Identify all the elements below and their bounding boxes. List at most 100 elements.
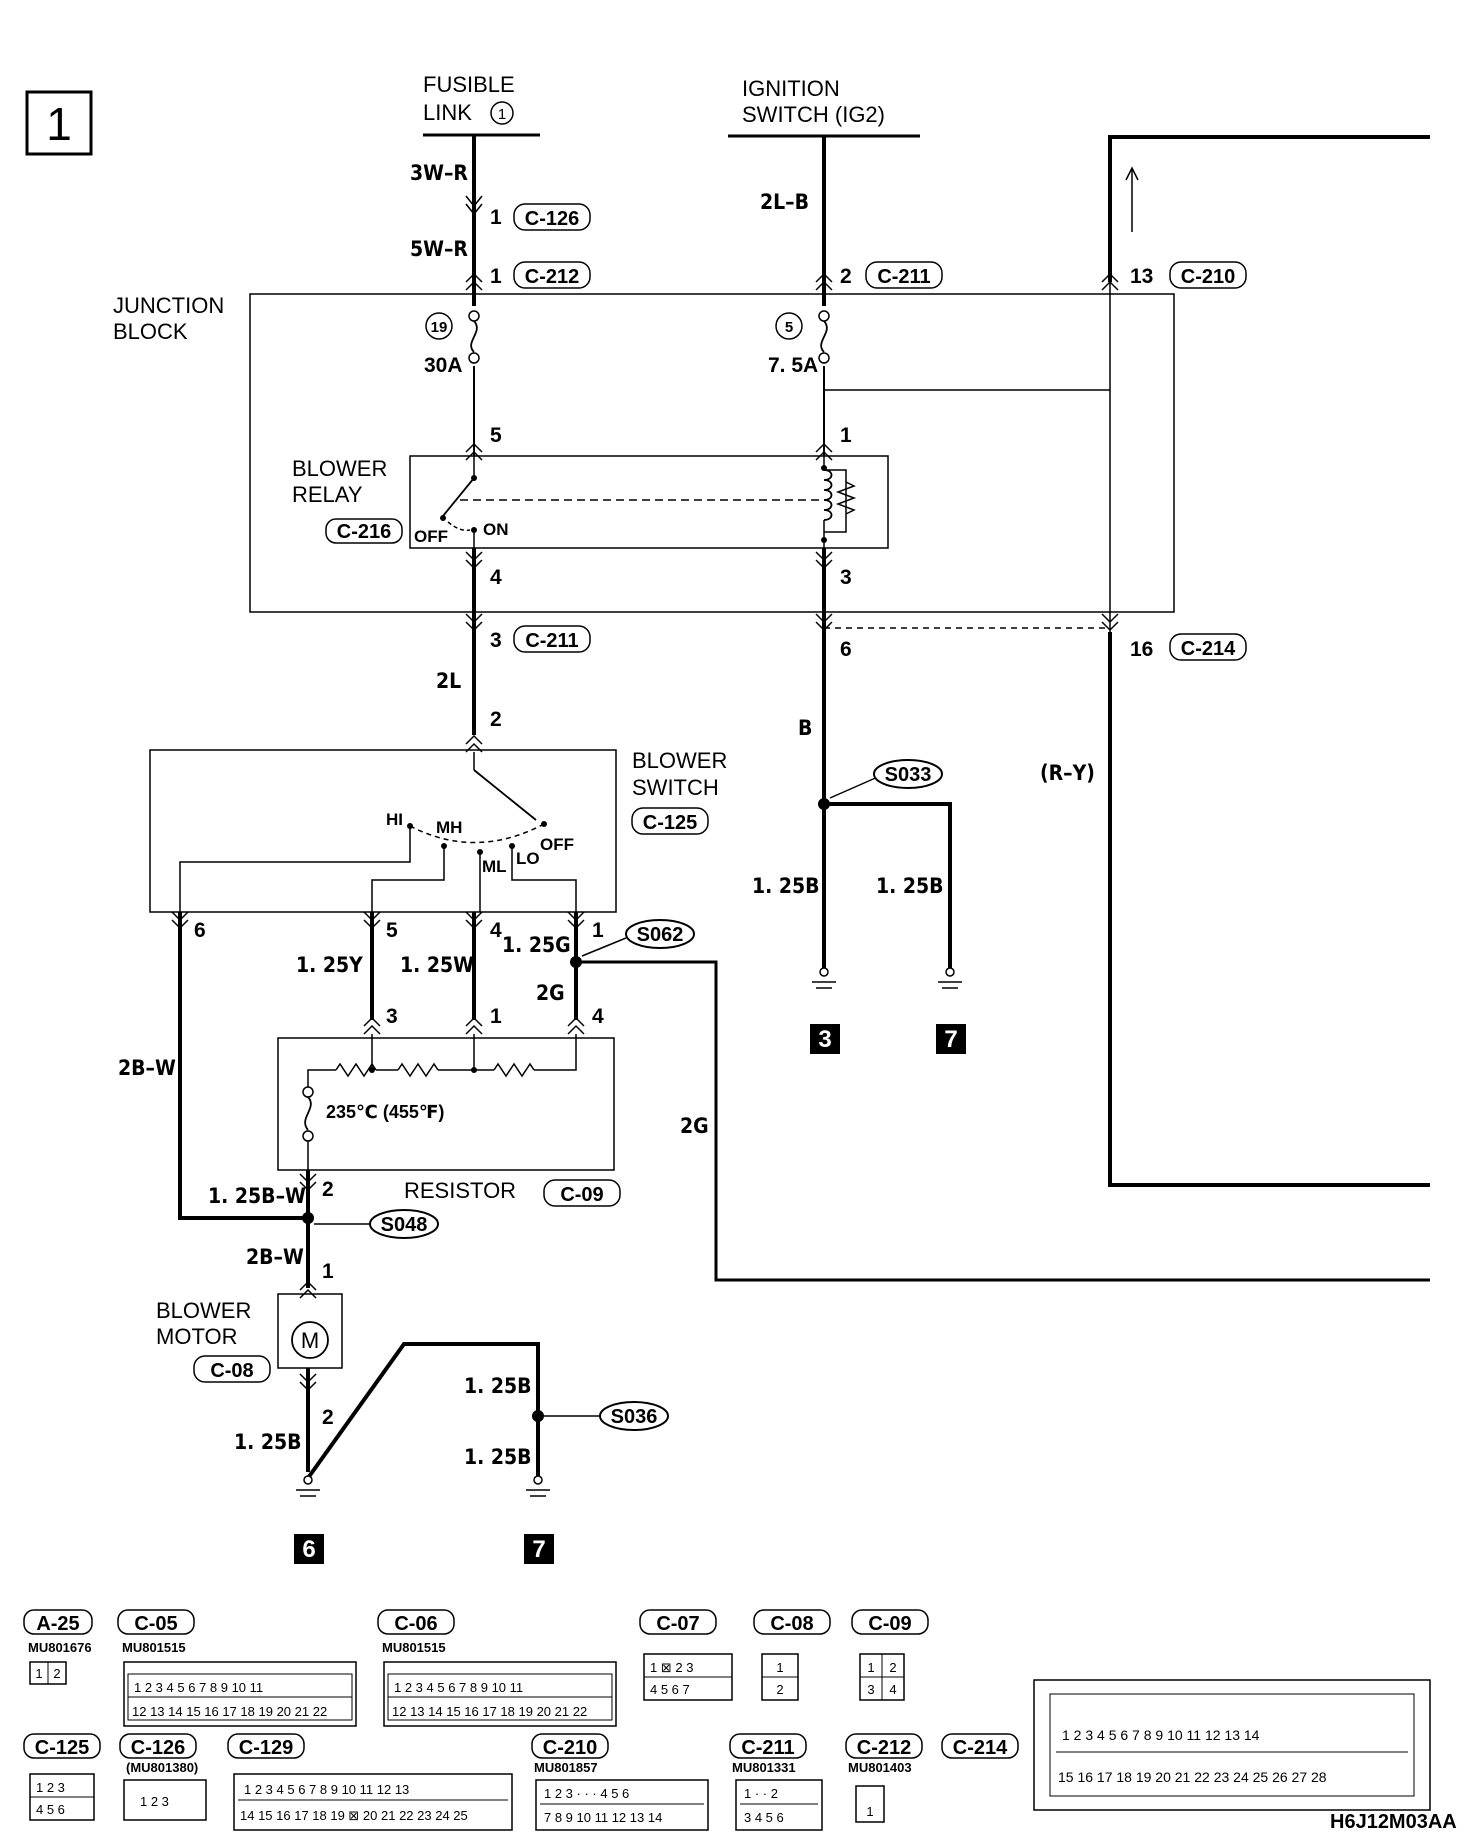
tag-c211-a: C-211 bbox=[877, 266, 930, 288]
connector-view-c09-id: C-09 bbox=[868, 1613, 911, 1635]
wire-5w-r: 5W–R bbox=[410, 237, 468, 261]
svg-text:15 16 17 18 19 20 21 22 23 24: 15 16 17 18 19 20 21 22 23 24 25 26 27 2… bbox=[1058, 1769, 1327, 1785]
resistor: 235℃ (455℉) RESISTOR C-09 bbox=[277, 1034, 621, 1207]
blower-relay-connector: C-216 bbox=[337, 521, 391, 543]
connector-view-c129: C-129 1 2 3 4 5 6 7 8 9 10 11 12 13 14 1… bbox=[227, 1733, 513, 1831]
ground-7a-number: 7 bbox=[944, 1026, 957, 1053]
wire-125b-d: 1. 25B bbox=[464, 1374, 532, 1398]
blower-relay: BLOWER RELAY C-216 OFF ON bbox=[292, 455, 889, 549]
blower-switch-label-1: BLOWER bbox=[632, 748, 727, 773]
pin-2-switch: 2 bbox=[490, 708, 502, 731]
wire-125w: 1. 25W bbox=[400, 953, 474, 977]
connector-view-a25: A-25 MU801676 1 2 bbox=[23, 1609, 93, 1685]
connector-view-c05-id: C-05 bbox=[134, 1613, 177, 1635]
pin-2-motor: 2 bbox=[322, 1406, 334, 1429]
connector-view-c126-id: C-126 bbox=[131, 1737, 185, 1759]
blower-motor-label-1: BLOWER bbox=[156, 1298, 251, 1323]
svg-text:2: 2 bbox=[889, 1660, 896, 1675]
svg-text:1 2 3: 1 2 3 bbox=[36, 1780, 65, 1795]
svg-text:4 5 6: 4 5 6 bbox=[36, 1802, 65, 1817]
svg-text:1 2 3 4 5 6 7 8 9 10 11: 1 2 3 4 5 6 7 8 9 10 11 bbox=[134, 1680, 263, 1695]
splice-s048: S048 bbox=[381, 1214, 428, 1236]
svg-text:3 4 5 6: 3 4 5 6 bbox=[744, 1810, 784, 1825]
tag-c211-b: C-211 bbox=[525, 630, 578, 652]
tag-c210: C-210 bbox=[1181, 266, 1235, 288]
connector-view-c125-id: C-125 bbox=[35, 1737, 89, 1759]
connector-view-c210: C-210 MU801857 1 2 3 · · · 4 5 6 7 8 9 1… bbox=[531, 1733, 709, 1831]
svg-text:7 8 9 10 11 12 13 14: 7 8 9 10 11 12 13 14 bbox=[544, 1810, 662, 1825]
wire-2g-a: 2G bbox=[536, 981, 565, 1005]
pin-16-c214: 16 bbox=[1130, 638, 1153, 661]
pin-6-switch: 6 bbox=[194, 919, 206, 942]
svg-text:4 5 6 7: 4 5 6 7 bbox=[650, 1682, 690, 1697]
connector-view-c214: C-214 1 2 3 4 5 6 7 8 9 10 11 12 13 14 1… bbox=[941, 1679, 1431, 1811]
svg-text:12 13 14 15 16 17 18 19 20 21: 12 13 14 15 16 17 18 19 20 21 22 bbox=[392, 1704, 587, 1719]
junction-block-label-2: BLOCK bbox=[113, 319, 188, 344]
connector-view-c05: C-05 MU801515 1 2 3 4 5 6 7 8 9 10 11 12… bbox=[117, 1609, 357, 1727]
connector-view-c212-id: C-212 bbox=[857, 1737, 911, 1759]
connector-view-a25-part: MU801676 bbox=[28, 1640, 92, 1655]
connector-view-c07: C-07 1 ⊠ 2 3 4 5 6 7 bbox=[639, 1609, 733, 1701]
switch-pos-off: OFF bbox=[540, 835, 574, 854]
svg-text:2: 2 bbox=[776, 1682, 783, 1697]
pin-1-c126: 1 bbox=[490, 206, 502, 229]
wire-3w-r: 3W–R bbox=[410, 161, 468, 185]
pin-4-switch: 4 bbox=[490, 919, 502, 942]
pin-3-resistor: 3 bbox=[386, 1005, 398, 1028]
switch-pos-mh: MH bbox=[436, 818, 462, 837]
ground-7b: 7 bbox=[524, 1475, 554, 1564]
connector-view-c211: C-211 MU801331 1 · · 2 3 4 5 6 bbox=[729, 1733, 823, 1831]
svg-text:4: 4 bbox=[889, 1682, 896, 1697]
switch-pos-hi: HI bbox=[386, 810, 403, 829]
wire-125g: 1. 25G bbox=[502, 933, 571, 957]
pin-2-c211: 2 bbox=[840, 265, 852, 288]
svg-text:2: 2 bbox=[53, 1666, 60, 1681]
pin-5-switch: 5 bbox=[386, 919, 398, 942]
fuse-5: 5 7. 5A bbox=[768, 310, 830, 377]
wire-125b-w: 1. 25B–W bbox=[208, 1184, 306, 1208]
blower-motor: M BLOWER MOTOR C-08 bbox=[156, 1293, 343, 1383]
ignition-label-2: SWITCH (IG2) bbox=[742, 102, 885, 127]
pin-6-c214: 6 bbox=[840, 638, 852, 661]
thermal-fuse-label: 235℃ (455℉) bbox=[326, 1102, 444, 1122]
connector-view-c08-id: C-08 bbox=[770, 1613, 813, 1635]
pin-4-relay: 4 bbox=[490, 566, 502, 589]
connector-view-c214-id: C-214 bbox=[953, 1737, 1008, 1759]
pin-4-resistor: 4 bbox=[592, 1005, 604, 1028]
svg-text:1 2 3 4 5 6 7 8 9 10 11 12 13: 1 2 3 4 5 6 7 8 9 10 11 12 13 bbox=[244, 1782, 409, 1797]
svg-text:1 2 3 4 5 6 7 8 9 10: 1 2 3 4 5 6 7 8 9 10 11 12 13 14 bbox=[1062, 1727, 1260, 1743]
svg-text:12 13 14 15 16 17 18 19 20 21: 12 13 14 15 16 17 18 19 20 21 22 bbox=[132, 1704, 327, 1719]
svg-text:1: 1 bbox=[867, 1660, 874, 1675]
pin-3-c211: 3 bbox=[490, 629, 502, 652]
fuse-19-rating: 30A bbox=[424, 354, 463, 377]
tag-c214: C-214 bbox=[1181, 638, 1236, 660]
pin-5-relay: 5 bbox=[490, 424, 502, 447]
fusible-link-label-1: FUSIBLE bbox=[423, 72, 515, 97]
connector-view-c126-part: (MU801380) bbox=[126, 1760, 198, 1775]
fuse-5-number: 5 bbox=[785, 319, 793, 336]
splice-s036: S036 bbox=[611, 1406, 658, 1428]
relay-off-label: OFF bbox=[414, 527, 448, 546]
connector-views: A-25 MU801676 1 2 C-05 MU801515 1 2 3 4 … bbox=[23, 1609, 1457, 1832]
wire-r-y: (R–Y) bbox=[1040, 761, 1095, 785]
connector-tags: C-126 C-212 C-211 C-210 C-211 C-214 bbox=[513, 203, 1247, 661]
motor-symbol: M bbox=[301, 1328, 319, 1353]
connector-view-c05-part: MU801515 bbox=[122, 1640, 186, 1655]
blower-switch-connector: C-125 bbox=[643, 812, 697, 834]
wire-125b-b: 1. 25B bbox=[876, 874, 944, 898]
svg-text:1: 1 bbox=[35, 1666, 42, 1681]
wire-125y: 1. 25Y bbox=[296, 953, 363, 977]
connector-view-c126: C-126 (MU801380) 1 2 3 bbox=[119, 1733, 207, 1821]
svg-text:3: 3 bbox=[867, 1682, 874, 1697]
wire-125b-e: 1. 25B bbox=[464, 1445, 532, 1469]
splices: S033 S062 S048 S036 bbox=[302, 759, 943, 1431]
pin-13-c210: 13 bbox=[1130, 265, 1153, 288]
switch-pos-ml: ML bbox=[482, 857, 507, 876]
connector-view-c129-id: C-129 bbox=[239, 1737, 293, 1759]
svg-text:1 2 3 4 5 6 7 8 9 10 11: 1 2 3 4 5 6 7 8 9 10 11 bbox=[394, 1680, 523, 1695]
pin-1-motor: 1 bbox=[322, 1260, 334, 1283]
connector-view-a25-id: A-25 bbox=[36, 1613, 79, 1635]
wire-2g-b: 2G bbox=[680, 1114, 709, 1138]
page-tag-number: 1 bbox=[46, 98, 72, 150]
